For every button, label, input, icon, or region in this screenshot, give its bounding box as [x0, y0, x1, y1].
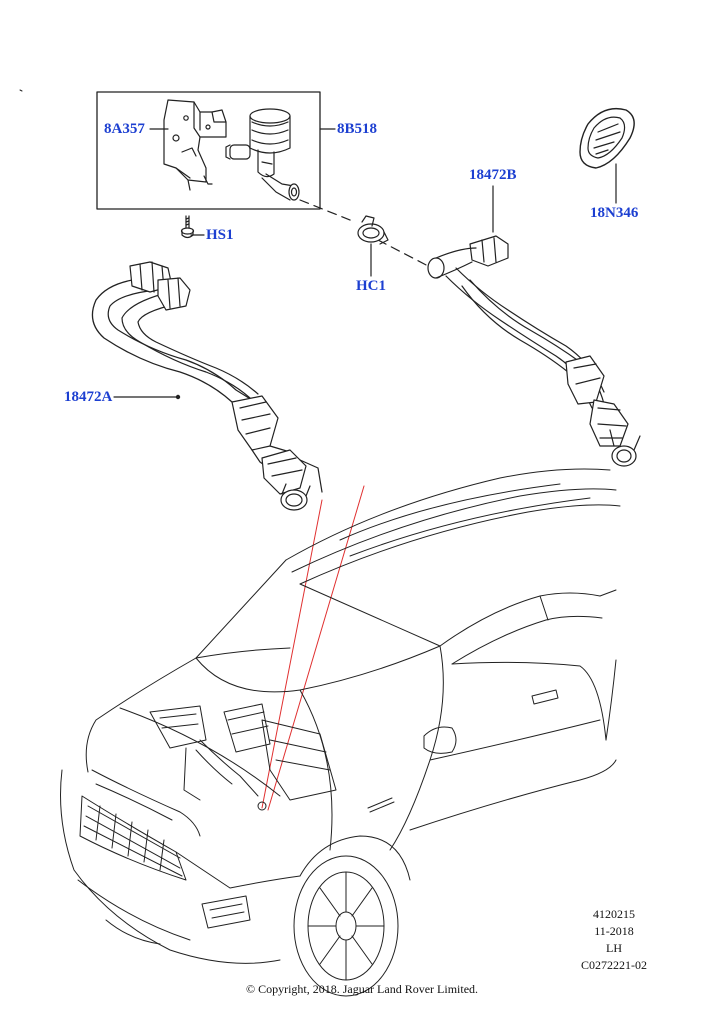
auxiliary-pump-part[interactable]: [225, 108, 300, 201]
callout-8a357[interactable]: 8A357: [104, 121, 145, 137]
coolant-hose-a-part[interactable]: [91, 261, 323, 511]
reference-block: 4120215 11-2018 LH C0272221-02: [559, 906, 669, 974]
illustration-side: LH: [606, 941, 622, 955]
illustration-number: 4120215: [593, 907, 635, 921]
kit-frame: [96, 91, 321, 210]
pointer-line-right: [267, 485, 365, 811]
callout-hs1[interactable]: HS1: [206, 227, 234, 243]
hose-clip-part[interactable]: [357, 215, 389, 245]
grommet-part[interactable]: [579, 107, 635, 169]
callout-18472b[interactable]: 18472B: [469, 167, 517, 183]
dash-clip-hose: [377, 239, 433, 269]
illustration-code: C0272221-02: [581, 958, 647, 972]
corner-mark: [19, 89, 23, 92]
callout-hc1[interactable]: HC1: [356, 278, 386, 294]
copyright-notice: © Copyright, 2018. Jaguar Land Rover Lim…: [245, 982, 479, 996]
vehicle-outline: [60, 468, 621, 997]
hose-a-leader-dot: [175, 394, 181, 400]
callout-8b518[interactable]: 8B518: [337, 121, 378, 137]
pump-bracket-part[interactable]: [163, 99, 227, 191]
pointer-line-left: [261, 499, 323, 809]
dash-pump-clip: [299, 199, 356, 223]
screw-part[interactable]: [180, 215, 195, 239]
illustration-date: 11-2018: [594, 924, 634, 938]
callout-18472a[interactable]: 18472A: [64, 389, 113, 405]
callout-18n346[interactable]: 18N346: [590, 205, 639, 221]
coolant-hose-b-part[interactable]: [427, 235, 641, 467]
